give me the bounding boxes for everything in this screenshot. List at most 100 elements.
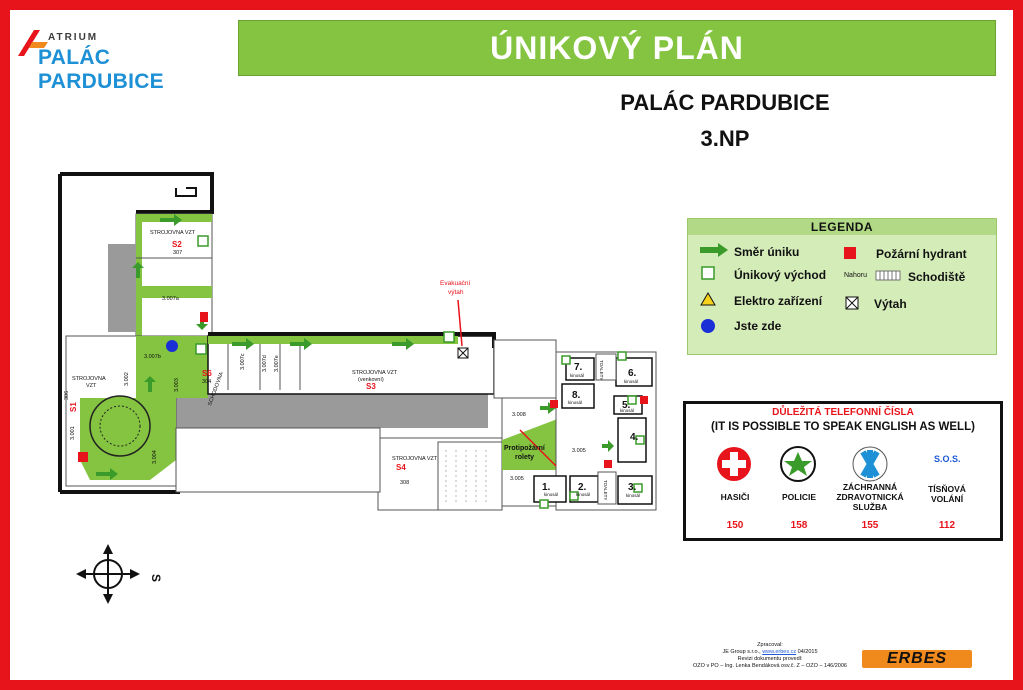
- label-308: 308: [400, 480, 409, 486]
- compass-icon: [76, 544, 140, 604]
- footer-line1: Zpracoval:: [757, 642, 783, 648]
- label-306: 306: [64, 391, 70, 400]
- label-3008: 3.008: [512, 412, 526, 418]
- service-name-tisnova: TÍSŇOVÁ VOLÁNÍ: [928, 484, 966, 504]
- legend-here: Jste zde: [734, 319, 782, 333]
- label-3007d: 3.007d: [262, 355, 268, 372]
- label-kinosal-6: kinosál: [624, 379, 638, 384]
- label-kinosal-7: kinosál: [570, 373, 584, 378]
- evak-pointer: [457, 299, 463, 347]
- label-304: 304: [202, 379, 211, 385]
- service-number-155: 155: [861, 520, 879, 531]
- erbes-brand: ERBES: [862, 650, 972, 668]
- erbes-logo: ERBES: [862, 650, 972, 668]
- label-strojovna-s1: STROJOVNA: [72, 376, 106, 382]
- label-3004: 3.004: [152, 450, 158, 464]
- footer-line2b: 04/2015: [796, 649, 818, 655]
- legend-escape-route: Směr úniku: [734, 245, 800, 259]
- legend-stairs: Schodiště: [908, 270, 966, 284]
- legend-elevator: Výtah: [874, 297, 907, 311]
- label-k2: 2.: [578, 482, 587, 493]
- electric-icon: [700, 292, 716, 306]
- shaft-block-3: [440, 390, 488, 400]
- label-protipozarni2: rolety: [515, 454, 534, 461]
- title-bar: ÚNIKOVÝ PLÁN: [238, 20, 996, 76]
- legend-symbols: [700, 243, 901, 333]
- compass-north-label: S: [149, 574, 163, 582]
- footer-credits: Zpracoval: JE Group s.r.o., www.erbes.cz…: [690, 642, 850, 670]
- label-k1: 1.: [542, 482, 551, 493]
- label-kinosal-8: kinosál: [568, 400, 582, 405]
- hydrant-icons: [78, 312, 648, 468]
- label-kinosal-1: kinosál: [544, 492, 558, 497]
- cinema-lobby: [493, 339, 557, 399]
- label-k3: 3.: [628, 482, 637, 493]
- rotunda: [89, 395, 151, 457]
- route-cinema: [502, 418, 560, 470]
- police-emblem-icon: [780, 446, 816, 482]
- label-3007a: 3.007a: [162, 296, 180, 302]
- atrium-logo: ATRIUM PALÁC PARDUBICE: [14, 24, 236, 93]
- stairs-icon: [875, 270, 901, 281]
- legend-hydrant: Požární hydrant: [876, 247, 967, 261]
- route-s2-mid: [136, 286, 212, 298]
- label-3005b: 3.005: [572, 448, 586, 454]
- label-strojovna-s3: STROJOVNA VZT: [352, 370, 398, 376]
- you-are-here-marker: [166, 340, 178, 352]
- label-toalety-2: TOALETY: [603, 480, 608, 500]
- footer-line4: OZO v PO – Ing. Lenka Bendáková osv.č. Z…: [693, 663, 847, 669]
- label-s4: S4: [396, 463, 406, 472]
- label-3005: 3.005: [510, 476, 524, 482]
- legend-electric: Elektro zařízení: [734, 294, 823, 308]
- wing-south: [175, 427, 381, 493]
- logo-atrium-text: ATRIUM: [48, 32, 99, 43]
- phones-title: DŮLEŽITÁ TELEFONNÍ ČÍSLA: [772, 407, 914, 418]
- label-s2: S2: [172, 240, 182, 249]
- label-k8: 8.: [572, 390, 581, 401]
- label-307: 307: [173, 250, 182, 256]
- label-kinosal-5: kinosál: [620, 408, 634, 413]
- label-protipozarni1: Protipožární: [504, 445, 546, 452]
- label-s6: S6: [202, 369, 212, 378]
- legend-exit: Únikový východ: [734, 268, 827, 282]
- service-emblems: S.O.S.: [717, 446, 961, 482]
- service-number-150: 150: [726, 520, 744, 531]
- exit-icon: [701, 266, 715, 280]
- emergency-phones-panel: DŮLEŽITÁ TELEFONNÍ ČÍSLA (IT IS POSSIBLE…: [683, 401, 1003, 541]
- legend-title: LEGENDA: [688, 219, 996, 235]
- hydrant-icon: [844, 247, 856, 259]
- label-strojovna-s2: STROJOVNA VZT: [150, 230, 196, 236]
- label-toalety-1: TOALETY: [599, 360, 604, 380]
- legend-panel: LEGENDA Směr úniku Únikový východ Elektr…: [687, 218, 997, 355]
- shaft-block-1: [108, 244, 136, 332]
- legend-stairs-up: Nahoru: [844, 272, 867, 279]
- firefighters-emblem-icon: [717, 447, 751, 481]
- escape-route-icon: [700, 243, 728, 257]
- page-title: ÚNIKOVÝ PLÁN: [490, 30, 744, 66]
- service-number-158: 158: [790, 520, 808, 531]
- footer-line2a: JE Group s.r.o.,: [722, 649, 763, 655]
- service-name-zzs: ZÁCHRANNÁ ZDRAVOTNICKÁ SLUŽBA: [836, 482, 904, 512]
- service-number-112: 112: [938, 520, 956, 531]
- route-corridor-top: [208, 336, 458, 344]
- wing-s2: [135, 213, 213, 337]
- building-outline: [58, 172, 214, 494]
- label-3007c: 3.007c: [240, 353, 246, 370]
- phones-subtitle: (IT IS POSSIBLE TO SPEAK ENGLISH AS WELL…: [711, 421, 975, 433]
- label-s3: S3: [366, 382, 376, 391]
- footer-line3: Revizi dokumentu provedl:: [737, 656, 803, 662]
- stair-mark-icon: [175, 187, 197, 197]
- footer-link[interactable]: www.erbes.cz: [762, 649, 797, 655]
- label-vzt-s1: VZT: [86, 383, 97, 389]
- label-kinosal-3: kinosál: [626, 493, 640, 498]
- logo-mark-icon: [18, 30, 48, 56]
- label-evak2: výtah: [448, 289, 464, 296]
- label-k6: 6.: [628, 368, 637, 379]
- building-name: PALÁC PARDUBICE: [620, 90, 830, 115]
- label-3007e: 3.007e: [274, 355, 280, 372]
- logo-name-text: PALÁC PARDUBICE: [38, 46, 164, 93]
- label-s1: S1: [69, 402, 78, 412]
- shaft-block-2: [176, 394, 488, 428]
- label-k5: 5.: [622, 400, 631, 411]
